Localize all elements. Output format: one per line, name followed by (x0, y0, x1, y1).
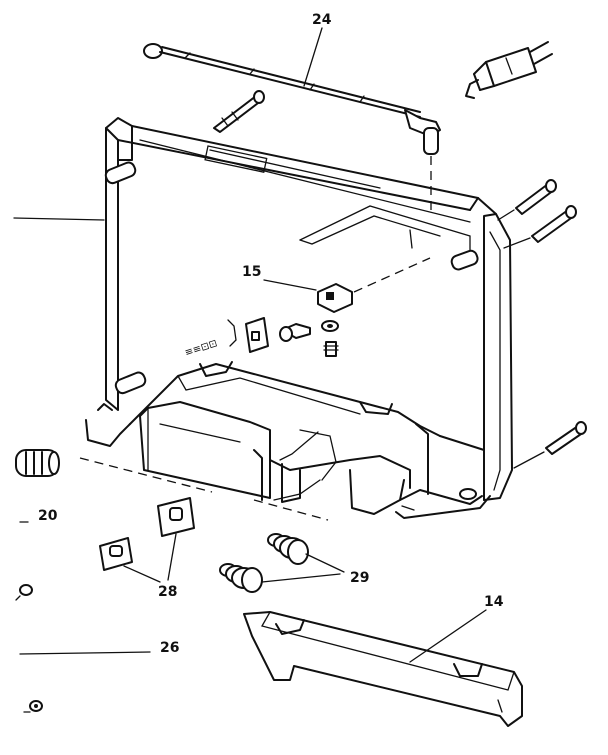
guide-dash-2 (253, 499, 329, 521)
screw-leader (19, 651, 151, 655)
label-battery-spring: 29 (350, 570, 369, 586)
leader-line-left (13, 217, 105, 221)
battery-contact-right (157, 497, 195, 537)
battery-cover (243, 611, 523, 727)
label-antenna: 24 (312, 12, 332, 28)
screw-right-3 (513, 421, 587, 469)
screw-right-2 (503, 205, 577, 249)
screw-top-left (213, 90, 265, 133)
label-battery-cover: 14 (484, 594, 504, 610)
cover-leader (409, 609, 487, 663)
svg-text:≡≡⊡⊡: ≡≡⊡⊡ (184, 338, 219, 359)
battery-compartment (139, 401, 411, 515)
small-screw-upper (15, 584, 33, 601)
telescopic-antenna (143, 43, 441, 210)
contact-leader-1 (123, 565, 161, 583)
power-plug (465, 41, 553, 99)
spring-leader-1 (305, 553, 345, 573)
battery-contact-left (99, 537, 133, 571)
spring-leader-2 (261, 573, 341, 583)
small-screw-lower (23, 700, 43, 713)
guide-dash-1 (79, 457, 213, 493)
label-bracket: 15 (242, 264, 261, 280)
bracket-assembly (263, 257, 431, 357)
switch-module: ≡≡⊡⊡ (184, 317, 269, 359)
label-contact: 28 (158, 584, 177, 600)
battery-spring-lower (219, 563, 263, 593)
contact-leader-2 (167, 533, 177, 581)
cabinet-frame (85, 117, 513, 519)
coil-spring (15, 449, 60, 477)
battery-spring-upper (267, 533, 309, 565)
label-spring: 20 (38, 508, 58, 524)
screw-right-1 (497, 179, 557, 221)
label-screw: 26 (160, 640, 179, 656)
antenna-leader (303, 27, 323, 87)
